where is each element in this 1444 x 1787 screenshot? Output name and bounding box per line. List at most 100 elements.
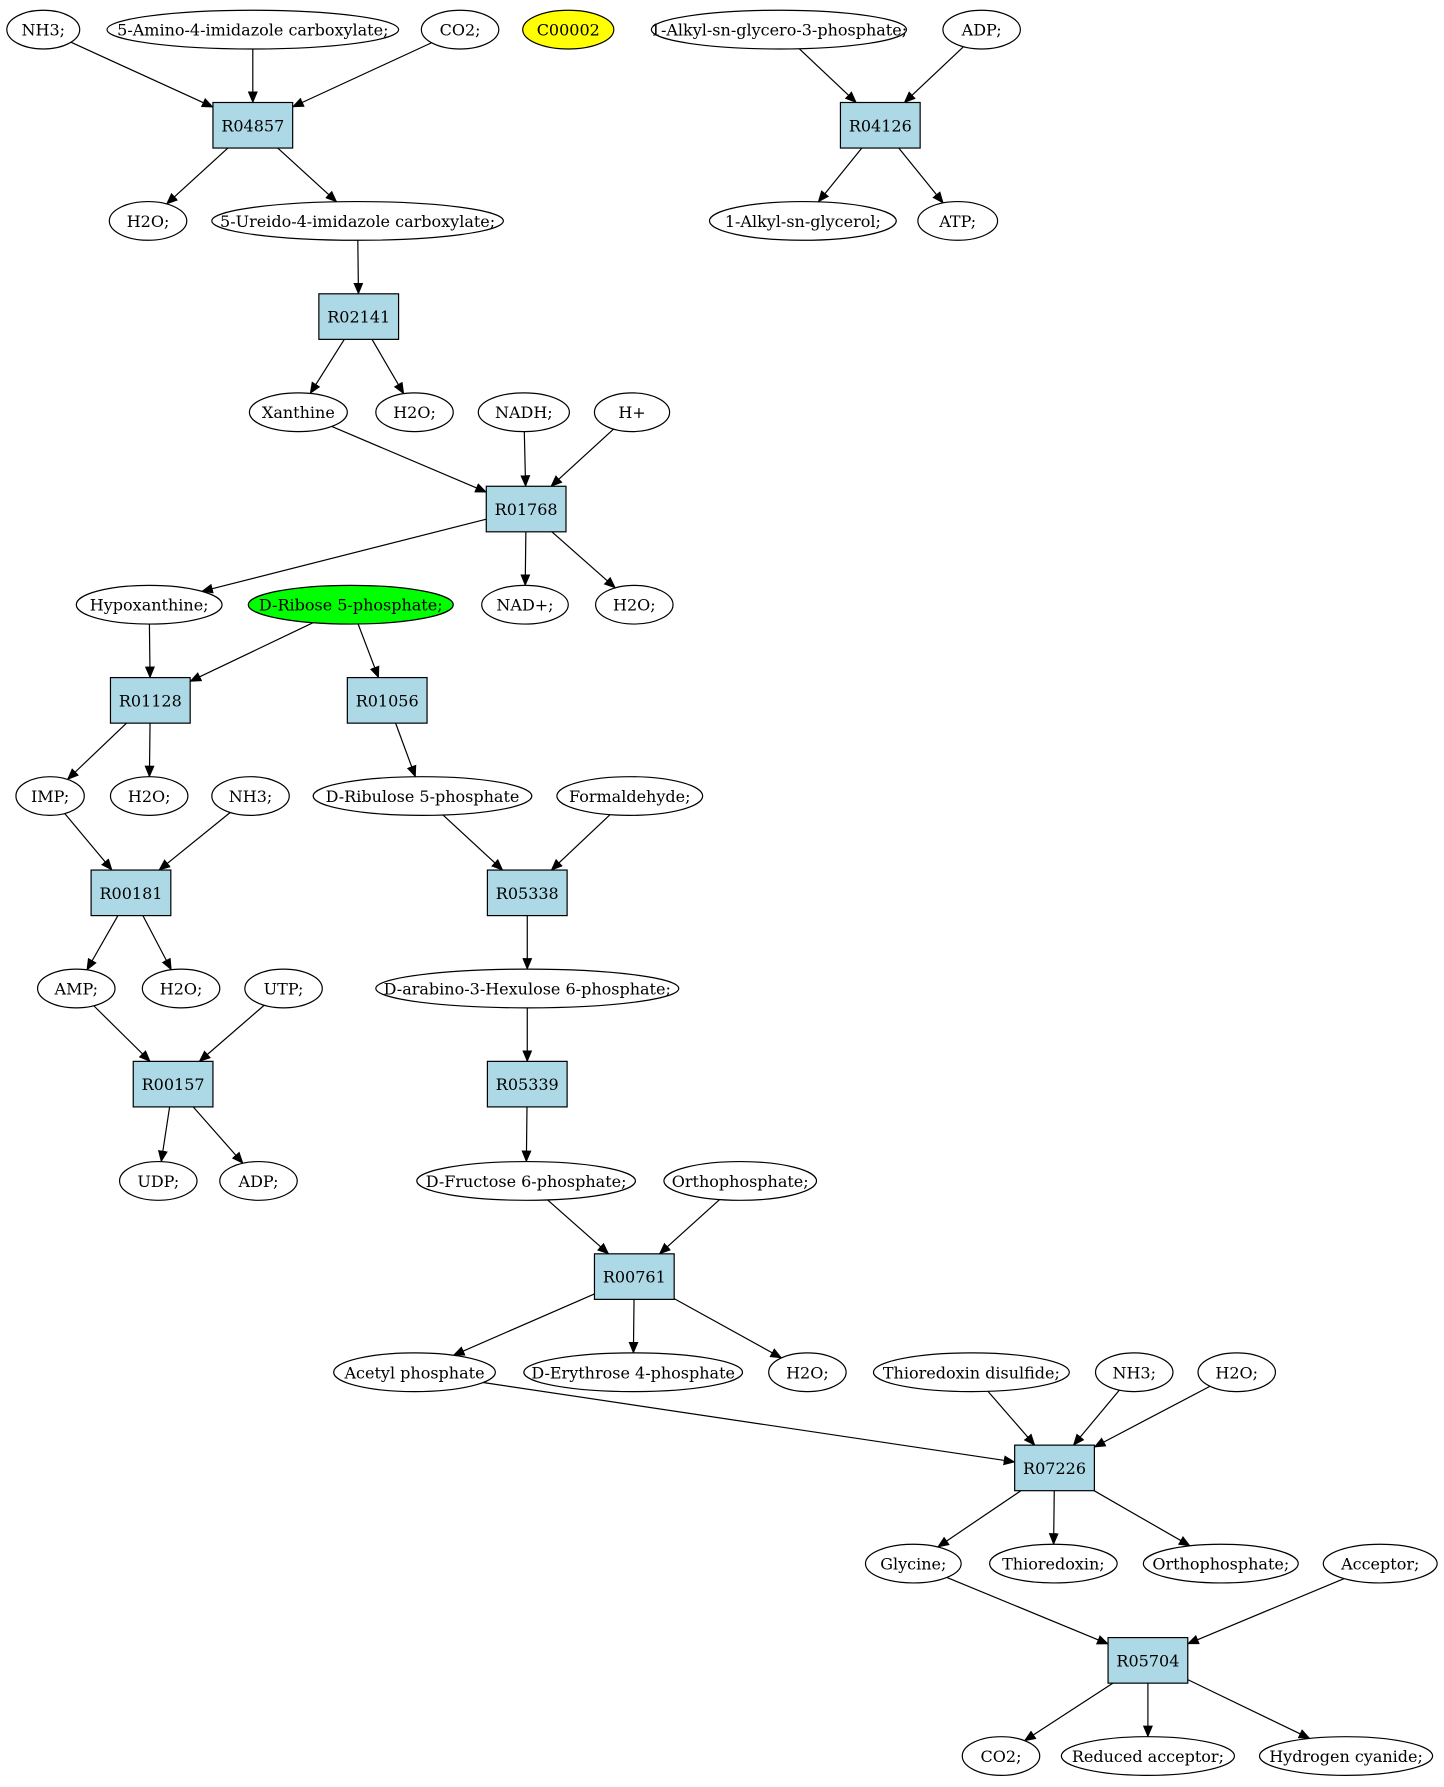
reaction-node-r05338[interactable]: R05338 (486, 869, 568, 917)
reaction-box (486, 1060, 568, 1108)
compound-node-c18[interactable]: H2O; (594, 584, 674, 625)
compound-label: Glycine; (880, 1555, 946, 1574)
reaction-node-r05339[interactable]: R05339 (486, 1060, 568, 1108)
compound-label: ADP; (961, 21, 1002, 40)
edge-c31-to-r11 (658, 1199, 720, 1255)
compound-label: H+ (618, 403, 645, 422)
compound-ellipse (375, 392, 454, 433)
compound-node-c16[interactable]: D-Ribose 5-phosphate; (247, 584, 454, 625)
compound-label: H2O; (160, 979, 203, 998)
compound-node-c2[interactable]: 5-Amino-4-imidazole carboxylate; (106, 9, 400, 50)
compound-node-c6[interactable]: ADP; (942, 9, 1021, 50)
compound-node-c22[interactable]: D-Ribulose 5-phosphate (312, 776, 533, 816)
compound-node-c15[interactable]: Hypoxanthine; (75, 584, 223, 625)
compound-label: NADH; (495, 403, 553, 422)
compound-node-c43[interactable]: Reduced acceptor; (1060, 1736, 1236, 1776)
compound-node-c4[interactable]: C00002 (522, 9, 615, 50)
compound-node-c37[interactable]: H2O; (1197, 1352, 1277, 1393)
edge-c30-to-r11 (547, 1199, 610, 1255)
reaction-box (346, 676, 428, 724)
reaction-node-r04126[interactable]: R04126 (839, 101, 921, 149)
compound-ellipse (109, 776, 189, 816)
compound-node-c39[interactable]: Thioredoxin; (989, 1543, 1118, 1584)
compound-node-c42[interactable]: CO2; (961, 1736, 1041, 1776)
compound-node-c24[interactable]: AMP; (36, 968, 116, 1009)
compound-node-c27[interactable]: D-arabino-3-Hexulose 6-phosphate; (375, 968, 680, 1009)
reaction-node-r00157[interactable]: R00157 (132, 1060, 214, 1108)
compound-ellipse (1142, 1543, 1299, 1584)
edge-c41-to-r13 (1186, 1578, 1345, 1645)
edge-r7-to-c25 (142, 915, 172, 971)
compound-label: D-Fructose 6-phosphate; (426, 1172, 627, 1191)
compound-node-c8[interactable]: 5-Ureido-4-imidazole carboxylate; (211, 200, 504, 241)
compound-node-c26[interactable]: UTP; (244, 968, 323, 1009)
compound-ellipse (211, 200, 504, 241)
compound-node-c30[interactable]: D-Fructose 6-phosphate; (416, 1160, 637, 1201)
compound-label: H2O; (786, 1363, 829, 1382)
reaction-node-r07226[interactable]: R07226 (1014, 1444, 1095, 1492)
compound-node-c28[interactable]: UDP; (118, 1160, 198, 1201)
compound-node-c3[interactable]: CO2; (420, 9, 500, 50)
compound-node-c7[interactable]: H2O; (108, 200, 188, 241)
reaction-node-r01128[interactable]: R01128 (109, 676, 191, 724)
compound-ellipse (872, 1352, 1070, 1393)
compound-ellipse (593, 392, 671, 433)
reaction-box (212, 101, 294, 149)
reaction-node-r01056[interactable]: R01056 (346, 676, 428, 724)
reaction-node-r00181[interactable]: R00181 (90, 869, 172, 917)
edge-r11-to-c33 (628, 1299, 639, 1354)
compound-label: H2O; (1215, 1363, 1258, 1382)
compound-label: H2O; (127, 212, 170, 231)
compound-ellipse (481, 584, 569, 625)
compound-node-c5[interactable]: 1-Alkyl-sn-glycero-3-phosphate; (651, 9, 907, 50)
compound-node-c11[interactable]: Xanthine (248, 392, 348, 433)
compound-node-c38[interactable]: Glycine; (864, 1543, 962, 1584)
reaction-label: R04857 (221, 116, 284, 135)
edge-r1-to-c7 (165, 147, 229, 205)
compound-ellipse (523, 1352, 744, 1393)
reaction-node-r00761[interactable]: R00761 (593, 1253, 675, 1300)
compound-node-c44[interactable]: Hydrogen cyanide; (1258, 1736, 1434, 1776)
compound-label: 1-Alkyl-sn-glycerol; (725, 212, 881, 231)
compound-node-c14[interactable]: H+ (593, 392, 671, 433)
compound-node-c17[interactable]: NAD+; (481, 584, 569, 625)
edge-c14-to-r4 (550, 428, 614, 487)
compound-node-c31[interactable]: Orthophosphate; (663, 1160, 818, 1201)
reaction-node-r01768[interactable]: R01768 (485, 485, 567, 533)
compound-ellipse (961, 1736, 1041, 1776)
reaction-node-r02141[interactable]: R02141 (318, 293, 400, 340)
compound-node-c10[interactable]: ATP; (917, 200, 999, 241)
compound-ellipse (1322, 1543, 1438, 1584)
compound-node-c1[interactable]: NH3; (6, 9, 81, 50)
compound-label: CO2; (440, 21, 481, 40)
compound-label: Thioredoxin; (1002, 1555, 1105, 1574)
compound-node-c33[interactable]: D-Erythrose 4-phosphate (523, 1352, 744, 1393)
reaction-node-r04857[interactable]: R04857 (212, 101, 294, 149)
compound-node-c41[interactable]: Acceptor; (1322, 1543, 1438, 1584)
reaction-node-r05704[interactable]: R05704 (1107, 1636, 1189, 1684)
compound-node-c23[interactable]: Formaldehyde; (556, 776, 704, 816)
compound-ellipse (75, 584, 223, 625)
compound-node-c34[interactable]: H2O; (768, 1352, 847, 1393)
compound-ellipse (333, 1352, 496, 1393)
compound-ellipse (248, 392, 348, 433)
compound-node-c20[interactable]: H2O; (109, 776, 189, 816)
compound-node-c12[interactable]: H2O; (375, 392, 454, 433)
compound-node-c29[interactable]: ADP; (219, 1160, 298, 1201)
compound-node-c32[interactable]: Acetyl phosphate (333, 1352, 496, 1393)
compound-label: NH3; (22, 21, 66, 40)
compound-node-c40[interactable]: Orthophosphate; (1142, 1543, 1299, 1584)
compound-ellipse (312, 776, 533, 816)
compound-node-c19[interactable]: IMP; (15, 776, 85, 816)
compound-node-c25[interactable]: H2O; (141, 968, 221, 1009)
compound-ellipse (211, 776, 290, 816)
compound-node-c36[interactable]: NH3; (1094, 1352, 1174, 1393)
compound-node-c21[interactable]: NH3; (211, 776, 290, 816)
reaction-box (1014, 1444, 1095, 1492)
compound-node-c9[interactable]: 1-Alkyl-sn-glycerol; (708, 200, 897, 241)
edge-c3-to-r1 (291, 42, 432, 108)
compound-node-c13[interactable]: NADH; (477, 392, 571, 433)
compound-node-c35[interactable]: Thioredoxin disulfide; (872, 1352, 1070, 1393)
edge-c13-to-r4 (520, 431, 531, 488)
